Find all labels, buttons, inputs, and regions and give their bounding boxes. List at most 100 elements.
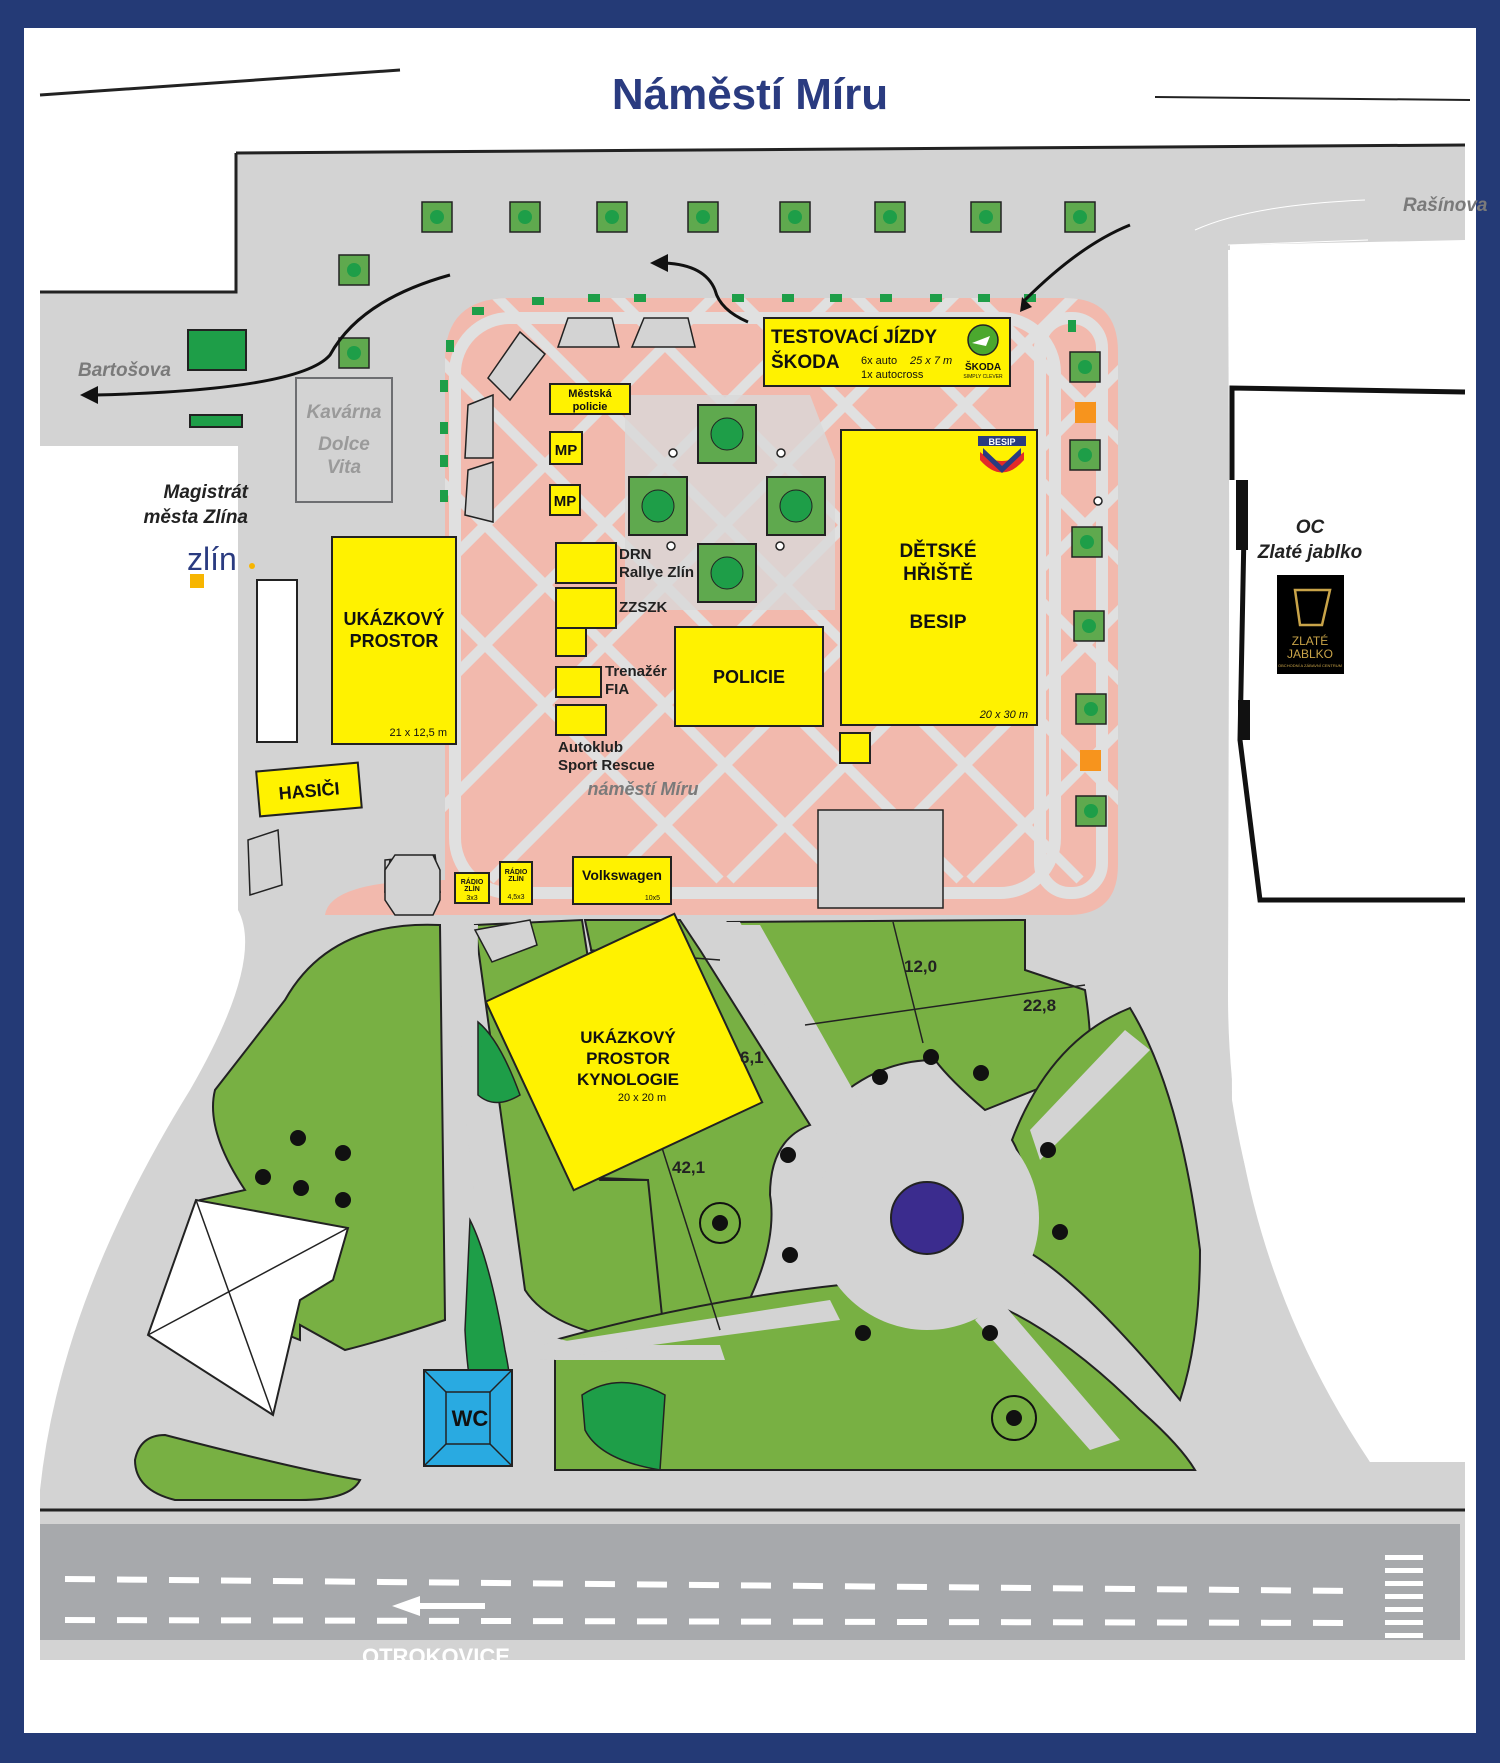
street-bartosova: Bartošova xyxy=(78,360,171,381)
radio-1-line-1: RÁDIO xyxy=(461,877,484,886)
measure-12: 12,0 xyxy=(904,957,937,976)
detske-line-3: BESIP xyxy=(909,612,966,633)
kavarna-line-3: Vita xyxy=(327,457,362,478)
stand-ukazkovy xyxy=(331,536,457,745)
oc-logo-tagline: OBCHODNÍ A ZÁBAVNÍ CENTRUM xyxy=(1278,663,1342,668)
pyramid-lines xyxy=(147,1199,349,1416)
radio-2-line-2: ZLÍN xyxy=(508,874,524,883)
skoda-title-2: ŠKODA xyxy=(771,351,840,373)
top-line-right xyxy=(1154,96,1471,101)
measure-22-8: 22,8 xyxy=(1023,996,1056,1015)
stand-mp-1 xyxy=(549,431,583,465)
tree-ring-2 xyxy=(991,1395,1037,1441)
street-rasinova: Rašínova xyxy=(1403,195,1488,216)
stands xyxy=(255,317,1038,1192)
skoda-detail-1: 6x auto xyxy=(861,355,897,367)
mp-label-1: MP xyxy=(555,442,578,459)
green-stand-2 xyxy=(189,414,243,428)
detske-line-2: HŘIŠTĚ xyxy=(903,563,973,585)
orange-marker-1 xyxy=(1075,402,1096,423)
kynologie-size: 20 x 20 m xyxy=(618,1092,666,1104)
hedge-dots xyxy=(440,294,1076,502)
zzszk-label: ZZSZK xyxy=(619,599,667,616)
route-arrow-bartosova xyxy=(94,273,451,397)
radio-1-line-3: 3x3 xyxy=(466,895,477,902)
page-title: Náměstí Míru xyxy=(612,70,888,119)
stand-radio-1 xyxy=(454,872,490,904)
building-top-line xyxy=(235,143,1466,155)
green-stand-1 xyxy=(187,329,247,371)
drn-line-1: DRN xyxy=(619,546,652,563)
stand-hasici xyxy=(255,761,363,818)
oc-door-2 xyxy=(1238,700,1250,740)
kynologie-line-2: PROSTOR xyxy=(586,1049,670,1068)
besip-logo xyxy=(978,436,1026,473)
kavarna-building xyxy=(295,377,393,503)
zlin-logo-square xyxy=(190,574,204,588)
radio-1-line-2: ZLÍN xyxy=(464,884,480,893)
route-arrowhead-rasinova xyxy=(1020,297,1032,312)
radio-2-line-1: RÁDIO xyxy=(505,867,528,876)
mestska-policie-2: policie xyxy=(573,401,608,413)
magistrat-line-2: města Zlína xyxy=(143,507,248,528)
stand-zzszk xyxy=(555,587,617,629)
stand-trenazer xyxy=(555,666,602,698)
trenazer-line-1: Trenažér xyxy=(605,663,667,680)
kavarna-line-2: Dolce xyxy=(318,434,370,455)
stand-autoklub xyxy=(555,704,607,736)
ukazkovy-size: 21 x 12,5 m xyxy=(390,727,447,739)
oc-line-2: Zlaté jablko xyxy=(1257,542,1363,563)
building-outline-left xyxy=(40,153,238,294)
stand-radio-2 xyxy=(499,861,533,905)
tree-ring-1 xyxy=(699,1202,741,1244)
oc-logo-mark xyxy=(1293,588,1332,627)
roundabout-spokes xyxy=(540,925,1150,1450)
plaza-tree-flowers xyxy=(641,417,813,590)
stand-small xyxy=(555,627,587,657)
skoda-logo-tagline: SIMPLY CLEVER xyxy=(963,374,1003,380)
measure-6-1: 6,1 xyxy=(740,1048,764,1067)
zlin-logo-dot xyxy=(249,563,255,569)
oc-door-1 xyxy=(1236,480,1248,550)
route-arrow-exit xyxy=(664,261,749,324)
skoda-size: 25 x 7 m xyxy=(909,355,952,367)
ukazkovy-line-2: PROSTOR xyxy=(350,631,439,651)
trenazer-line-2: FIA xyxy=(605,681,629,698)
stand-skoda xyxy=(763,317,1011,387)
stand-detske-hriste xyxy=(840,429,1038,726)
ukazkovy-line-1: UKÁZKOVÝ xyxy=(343,608,444,629)
stand-mp-2 xyxy=(549,484,581,516)
radio-2-line-3: 4,5x3 xyxy=(507,894,524,901)
route-arrowhead-bartosova xyxy=(80,386,98,404)
oc-outline xyxy=(1229,385,1466,903)
tree-box-flowers xyxy=(347,210,1098,818)
skoda-logo-arrow xyxy=(972,336,990,346)
stand-kynologie xyxy=(484,912,764,1192)
stand-mestska-policie xyxy=(549,383,631,415)
wc-label: WC xyxy=(452,1406,489,1431)
top-line-left xyxy=(39,68,401,97)
square-label: náměstí Míru xyxy=(587,779,698,799)
skoda-logo-text: ŠKODA xyxy=(965,360,1001,373)
kiosk-oct xyxy=(384,854,441,916)
street-otrokovice: OTROKOVICE xyxy=(362,1644,510,1669)
stand-volkswagen xyxy=(572,856,672,905)
policie-label: POLICIE xyxy=(713,667,785,687)
light-posts xyxy=(666,448,1103,551)
kynologie-line-3: KYNOLOGIE xyxy=(577,1070,679,1089)
measure-42-1: 42,1 xyxy=(672,1158,705,1177)
route-arrowhead-exit xyxy=(650,254,668,272)
stand-policie xyxy=(674,626,824,727)
volkswagen-label: Volkswagen xyxy=(582,867,662,883)
plaza-kiosks xyxy=(247,317,944,963)
oc-logo-word-1: ZLATÉ xyxy=(1292,633,1328,648)
route-arrow-rasinova xyxy=(1023,223,1131,302)
skoda-title-1: TESTOVACÍ JÍZDY xyxy=(771,326,937,348)
autoklub-line-2: Sport Rescue xyxy=(558,757,655,774)
mp-label-2: MP xyxy=(554,493,577,510)
magistrat-line-1: Magistrát xyxy=(164,482,249,503)
orange-marker-2 xyxy=(1080,750,1101,771)
mestska-policie-1: Městská xyxy=(568,388,612,400)
detske-line-1: DĚTSKÉ xyxy=(899,540,976,562)
